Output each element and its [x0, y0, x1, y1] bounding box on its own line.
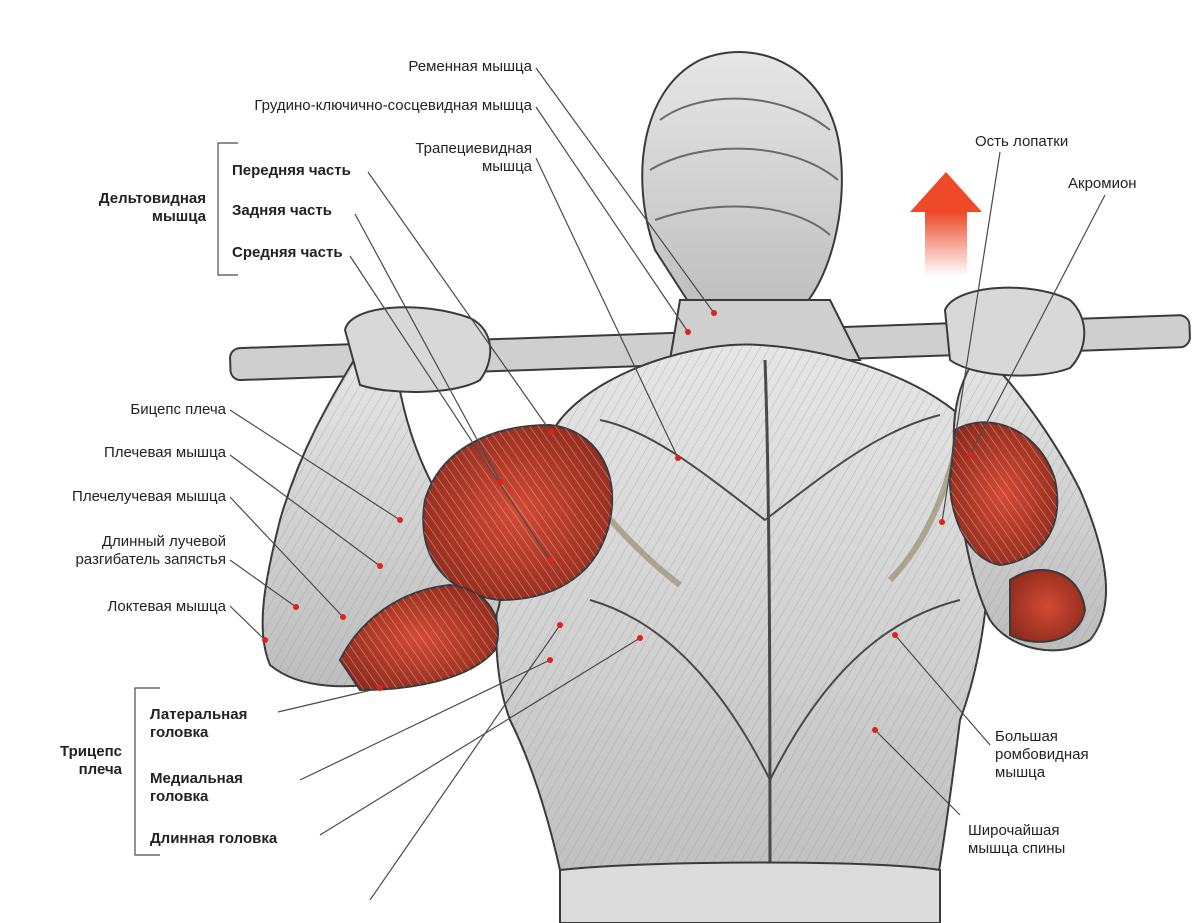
- label-brachioradialis: Плечелучевая мышца: [72, 488, 226, 505]
- label-rhomboid: Большая ромбовидная мышца: [995, 728, 1089, 781]
- label-anconeus: Локтевая мышца: [107, 598, 226, 615]
- label-remennaya: Ременная мышца: [408, 58, 532, 75]
- label-triceps-group: Трицепс плеча: [60, 743, 122, 778]
- left-deltoid: [422, 423, 614, 602]
- label-triceps-long: Длинная головка: [150, 830, 278, 847]
- left-triceps: [338, 583, 499, 692]
- label-deltoid-group: Дельтовидная мышца: [98, 190, 206, 225]
- label-latissimus: Широчайшая мышца спины: [968, 822, 1066, 857]
- label-deltoid-rear: Задняя часть: [232, 202, 332, 219]
- label-triceps-medial: Медиальная головка: [150, 770, 243, 805]
- upward-arrow-icon: [910, 172, 982, 276]
- right-triceps: [1009, 569, 1087, 643]
- torso: [495, 343, 991, 923]
- label-deltoid-front: Передняя часть: [232, 162, 351, 179]
- right-deltoid: [948, 421, 1059, 567]
- label-trapezius: Трапециевидная мышца: [415, 140, 532, 175]
- label-scapula-spine: Ость лопатки: [975, 133, 1069, 150]
- label-acromion: Акромион: [1068, 175, 1137, 192]
- label-biceps: Бицепс плеча: [130, 401, 226, 418]
- label-deltoid-middle: Средняя часть: [232, 244, 343, 261]
- label-grudino: Грудино-ключично-сосцевидная мышца: [254, 97, 532, 114]
- head: [641, 51, 862, 361]
- leader-lines: [134, 67, 1106, 901]
- marker-dots: [262, 310, 973, 733]
- label-triceps-lateral: Латеральная головка: [150, 706, 248, 741]
- label-ext-carpi: Длинный лучевой разгибатель запястья: [75, 533, 226, 568]
- label-brachialis: Плечевая мышца: [103, 444, 226, 461]
